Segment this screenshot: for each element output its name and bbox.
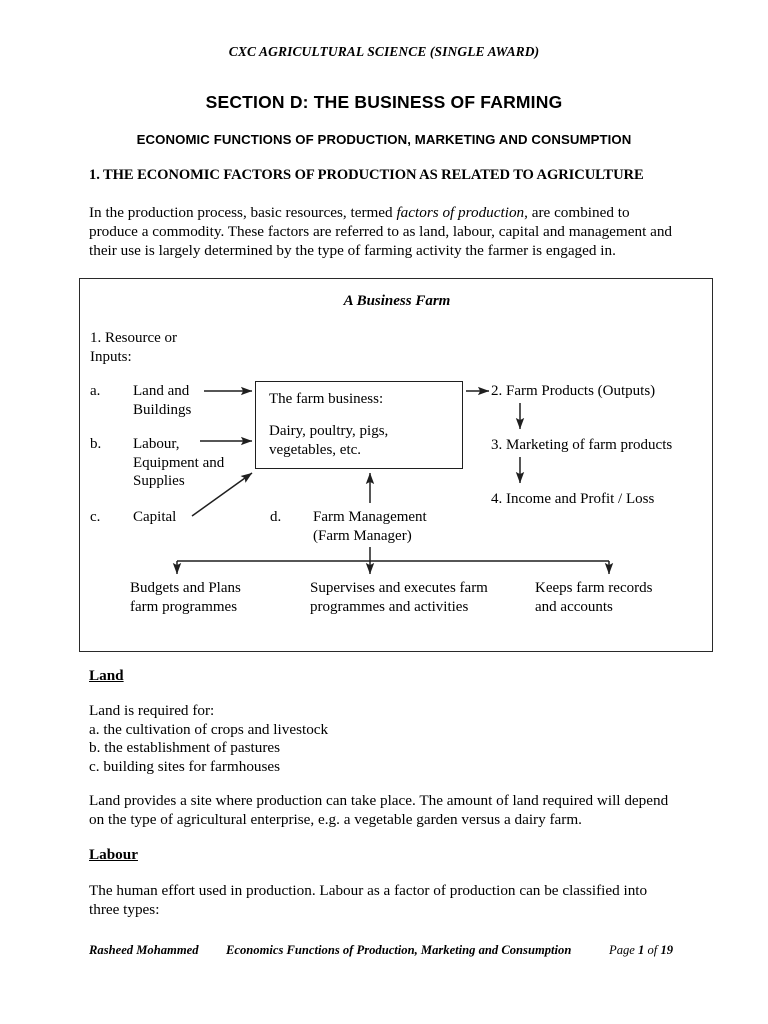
- diagram-item-d-marker: d.: [270, 509, 282, 525]
- diagram-item-d-label: Farm Management (Farm Manager): [313, 509, 427, 544]
- diagram-branch-records: Keeps farm records and accounts: [535, 580, 653, 615]
- farm-business-items: Dairy, poultry, pigs, vegetables, etc.: [269, 423, 389, 458]
- footer-page-word: Page: [609, 943, 635, 957]
- diagram-output-marketing: 3. Marketing of farm products: [491, 437, 673, 453]
- diagram-branch-budgets: Budgets and Plans farm programmes: [130, 580, 241, 615]
- footer-author: Rasheed Mohammed: [89, 943, 199, 957]
- diagram-branch-supervises: Supervises and executes farm programmes …: [310, 580, 488, 615]
- farm-business-box: The farm business: Dairy, poultry, pigs,…: [255, 381, 463, 469]
- intro-emphasis: factors of production: [396, 204, 525, 221]
- footer-document-title: Economics Functions of Production, Marke…: [226, 943, 572, 957]
- diagram-output-income: 4. Income and Profit / Loss: [491, 491, 655, 507]
- diagram-item-c-label: Capital: [133, 509, 177, 525]
- diagram-item-a-marker: a.: [90, 383, 101, 399]
- diagram-item-c-marker: c.: [90, 509, 101, 525]
- running-head: CXC AGRICULTURAL SCIENCE (SINGLE AWARD): [228, 44, 540, 59]
- diagram-output-farm-products: 2. Farm Products (Outputs): [491, 383, 656, 399]
- footer-total-pages: 19: [660, 943, 674, 957]
- labour-paragraph: The human effort used in production. Lab…: [89, 882, 648, 919]
- section-heading-1: 1. THE ECONOMIC FACTORS OF PRODUCTION AS…: [89, 167, 644, 183]
- diagram-item-b-label: Labour, Equipment and Supplies: [133, 436, 225, 489]
- intro-text-part2: , are combined to produce a commodity. T…: [89, 204, 673, 260]
- footer-current-page: 1: [638, 943, 645, 957]
- page-subtitle: ECONOMIC FUNCTIONS OF PRODUCTION, MARKET…: [136, 132, 632, 147]
- intro-paragraph: In the production process, basic resourc…: [89, 203, 681, 261]
- diagram-title: A Business Farm: [343, 293, 451, 309]
- diagram-item-a-label: Land and Buildings: [133, 383, 192, 418]
- page-title: SECTION D: THE BUSINESS OF FARMING: [205, 92, 563, 112]
- diagram-item-b-marker: b.: [90, 436, 102, 452]
- business-farm-diagram: A Business Farm 1. Resource or Inputs: a…: [79, 278, 713, 652]
- land-requirements-list: Land is required for: a. the cultivation…: [89, 702, 329, 775]
- heading-labour: Labour: [89, 846, 138, 863]
- land-site-paragraph: Land provides a site where production ca…: [89, 792, 669, 829]
- footer-of-word: of: [647, 943, 658, 957]
- farm-business-heading: The farm business:: [269, 391, 384, 407]
- intro-text-part1: In the production process, basic resourc…: [89, 204, 397, 221]
- heading-land: Land: [89, 667, 124, 684]
- footer-page-number: Page 1 of 19: [609, 943, 673, 958]
- diagram-resource-label: 1. Resource or Inputs:: [90, 330, 178, 365]
